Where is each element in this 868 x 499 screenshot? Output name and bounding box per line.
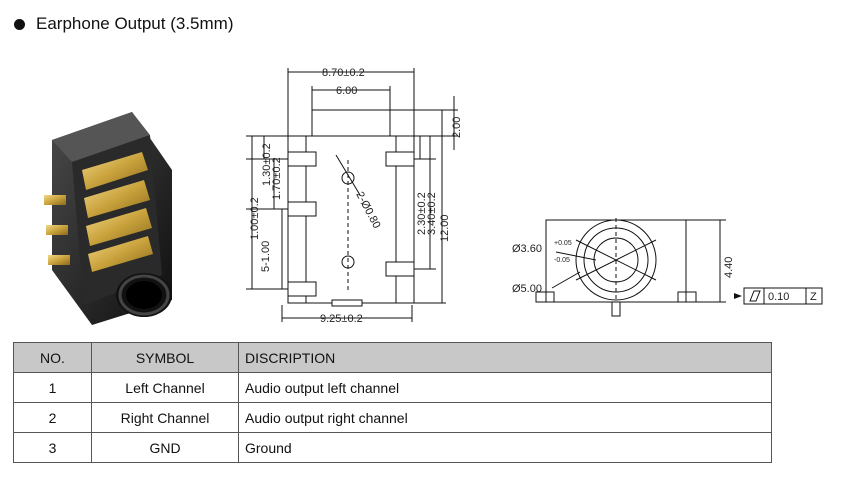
pin-table: NO. SYMBOL DISCRIPTION 1 Left Channel Au… [13, 342, 772, 463]
col-no: NO. [13, 342, 92, 373]
cell-description: Ground [238, 432, 772, 463]
dim-hole: 2-Ø0.80 [353, 190, 382, 231]
dim-inner-tol: +0.05 [554, 240, 572, 247]
technical-drawing: 8.70±0.2 6.00 2.00 1.30±0.2 1.70±0.2 1.0… [246, 67, 823, 325]
dim-c: 1.00±0.2 [249, 197, 261, 240]
section-title: Earphone Output (3.5mm) [36, 14, 234, 33]
dim-a: 1.30±0.2 [261, 143, 273, 186]
dim-f: 3.40±0.2 [426, 192, 438, 235]
cell-description: Audio output left channel [238, 372, 772, 403]
table-row: 1 Left Channel Audio output left channel [13, 372, 772, 403]
cell-no: 3 [13, 432, 92, 463]
cap-outline [311, 109, 391, 137]
col-description: DISCRIPTION [238, 342, 772, 373]
dim-cap-height: 2.00 [451, 117, 463, 138]
section-heading: Earphone Output (3.5mm) [14, 14, 233, 34]
datum-label: Z [810, 291, 817, 303]
cell-no: 2 [13, 402, 92, 433]
cell-description: Audio output right channel [238, 402, 772, 433]
dim-width-top: 8.70±0.2 [322, 67, 365, 79]
dim-inner-width: 6.00 [336, 85, 357, 97]
dim-inner-dia: Ø3.60 [512, 243, 542, 255]
dim-inner-tol2: -0.05 [554, 257, 570, 264]
cell-symbol: Left Channel [91, 372, 239, 403]
table-row: 2 Right Channel Audio output right chann… [13, 402, 772, 433]
dim-e: 2.30±0.2 [416, 192, 428, 235]
table-row: 3 GND Ground [13, 432, 772, 463]
dim-d: 5-1.00 [260, 241, 272, 272]
dim-total-height: 12.00 [439, 214, 451, 242]
col-symbol: SYMBOL [91, 342, 239, 373]
flatness-value: 0.10 [768, 291, 789, 303]
bullet-icon [14, 18, 25, 30]
cell-no: 1 [13, 372, 92, 403]
table-header-row: NO. SYMBOL DISCRIPTION [13, 342, 772, 373]
cell-symbol: Right Channel [91, 402, 239, 433]
product-photo [44, 112, 172, 325]
dim-width-bottom: 9.25±0.2 [320, 313, 363, 325]
dim-front-height: 4.40 [723, 257, 735, 278]
dim-outer-dia: Ø5.00 [512, 283, 542, 295]
cell-symbol: GND [91, 432, 239, 463]
dim-b: 1.70±0.2 [271, 157, 283, 200]
